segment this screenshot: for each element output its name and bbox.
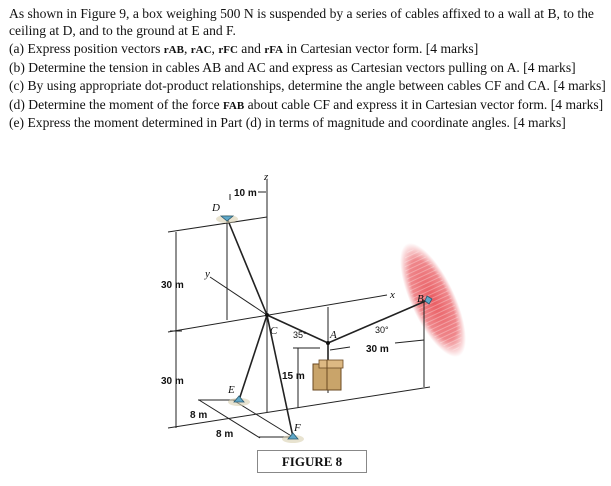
part-a-text: (a) Express position vectors — [9, 41, 164, 56]
dim-10m: 10 m — [234, 188, 257, 199]
sep: and — [237, 41, 265, 56]
label-f: F — [293, 422, 301, 434]
dim-8m-1: 8 m — [190, 410, 207, 421]
box — [312, 359, 344, 391]
axis-z-label: z — [263, 171, 269, 183]
support-b — [424, 295, 433, 305]
point-a — [326, 341, 330, 345]
cable-ca — [266, 314, 329, 344]
angle-30: 30° — [375, 325, 389, 335]
wall — [400, 243, 466, 357]
cable-cf — [266, 314, 294, 438]
label-b: B — [417, 293, 424, 305]
vector-rab: rAB — [163, 44, 184, 56]
part-b: (b) Determine the tension in cables AB a… — [9, 60, 576, 75]
part-c: (c) By using appropriate dot-product rel… — [9, 78, 606, 93]
dim-30m-upper: 30 m — [161, 280, 184, 291]
point-c — [265, 313, 269, 317]
label-a: A — [329, 329, 337, 341]
intro-line-2: ceiling at D, and to the ground at E and… — [9, 23, 236, 38]
sep: , — [211, 41, 219, 56]
sep: , — [183, 41, 191, 56]
dim-15m: 15 m — [282, 371, 305, 382]
axis-y-label: y — [204, 268, 210, 280]
cable-ab — [327, 299, 429, 344]
part-d-text: (d) Determine the moment of the force — [9, 97, 224, 112]
construction-lines — [167, 180, 431, 439]
support-f — [287, 432, 299, 440]
vector-rfa: rFA — [264, 44, 284, 56]
part-a: (a) Express position vectors rAB, rAC, r… — [9, 40, 478, 59]
force-fab: FAB — [223, 100, 245, 112]
vector-rfc: rFC — [218, 44, 238, 56]
cables — [226, 217, 429, 438]
intro-line-1: As shown in Figure 9, a box weighing 500… — [9, 6, 594, 21]
supports — [216, 215, 433, 443]
label-d: D — [211, 202, 220, 214]
support-e — [233, 395, 245, 403]
part-a-tail: in Cartesian vector form. [4 marks] — [283, 41, 479, 56]
dim-30m-lower: 30 m — [161, 376, 184, 387]
cable-ce — [238, 314, 268, 401]
angle-35: 35° — [293, 330, 307, 340]
label-e: E — [227, 384, 235, 396]
axis-x-label: x — [389, 289, 395, 301]
label-c: C — [270, 325, 278, 337]
support-d — [219, 215, 235, 222]
cable-cd — [226, 217, 268, 316]
vector-rac: rAC — [190, 44, 212, 56]
part-e: (e) Express the moment determined in Par… — [9, 115, 566, 130]
dim-30m-horizontal: 30 m — [366, 344, 389, 355]
dim-8m-2: 8 m — [216, 429, 233, 440]
part-d-tail: about cable CF and express it in Cartesi… — [244, 97, 604, 112]
part-d: (d) Determine the moment of the force FA… — [9, 96, 603, 115]
figure-caption: FIGURE 8 — [257, 450, 367, 473]
